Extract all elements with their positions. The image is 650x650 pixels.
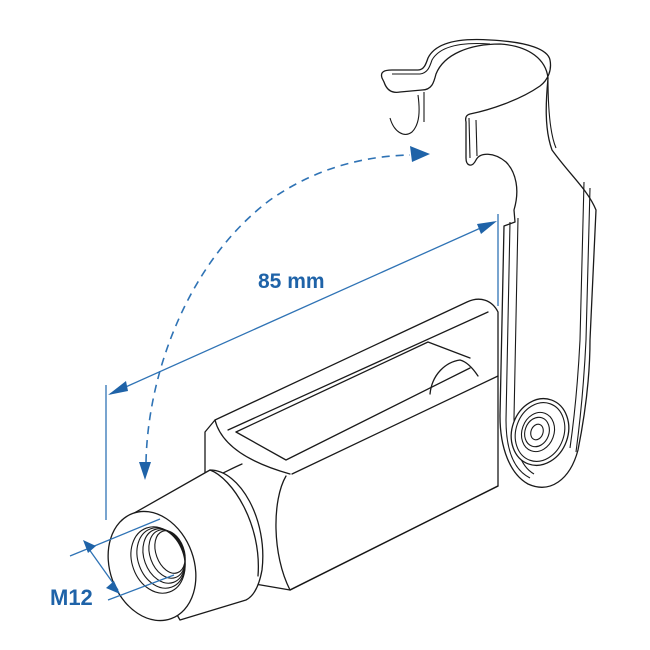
length-dimension-line (109, 221, 495, 395)
thread-size-label: M12 (50, 585, 93, 610)
arrow-up-icon (83, 540, 96, 553)
rotation-arrow (139, 146, 430, 480)
arrow-head-top-icon (410, 146, 430, 162)
thread-dimension (69, 518, 175, 601)
threaded-boss (107, 469, 264, 622)
length-label: 85 mm (258, 270, 325, 293)
clevis-body (204, 298, 499, 591)
arrow-head-bottom-icon (139, 462, 151, 480)
arrow-left-icon (108, 381, 128, 395)
spring-clip (380, 38, 597, 488)
arrow-right-icon (477, 221, 497, 234)
length-dimension (105, 214, 499, 520)
arrow-down-icon (106, 581, 120, 594)
